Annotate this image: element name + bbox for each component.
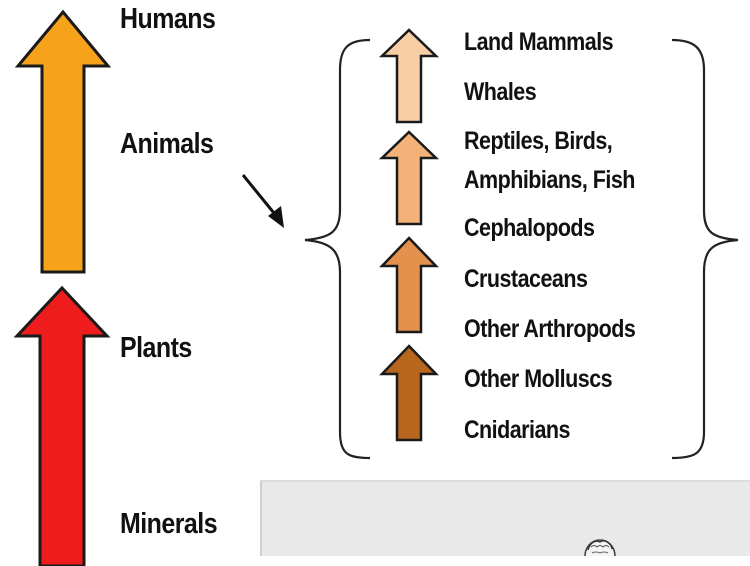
label-cephalopods: Cephalopods — [464, 216, 595, 241]
left-brace — [305, 40, 370, 458]
small-arrow-1 — [380, 28, 438, 124]
label-crustaceans: Crustaceans — [464, 267, 587, 292]
label-other-molluscs: Other Molluscs — [464, 367, 612, 392]
head-sketch-icon — [580, 534, 620, 556]
pointer-arrow-icon — [243, 175, 284, 228]
label-land-mammals: Land Mammals — [464, 30, 613, 55]
inset-image-panel — [260, 480, 750, 556]
label-reptiles-line2: Amphibians, Fish — [464, 168, 635, 193]
right-brace — [672, 40, 738, 458]
label-other-arthropods: Other Arthropods — [464, 317, 635, 342]
small-arrow-4 — [380, 344, 438, 442]
label-whales: Whales — [464, 80, 536, 105]
small-arrow-3 — [380, 236, 438, 334]
small-arrow-2 — [380, 130, 438, 226]
label-cnidarians: Cnidarians — [464, 418, 570, 443]
label-reptiles-line1: Reptiles, Birds, — [464, 129, 612, 154]
